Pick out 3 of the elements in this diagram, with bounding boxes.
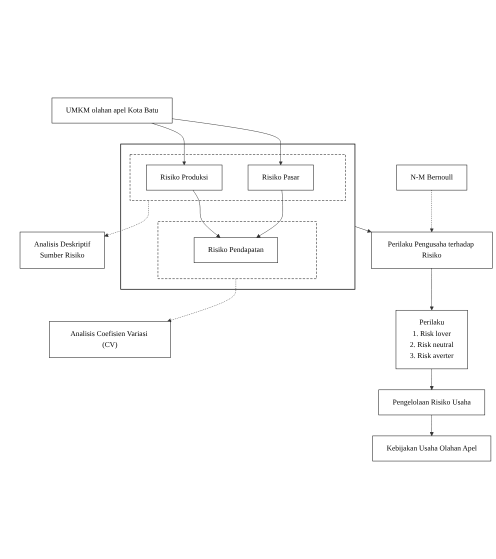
- cluster: [120, 144, 356, 290]
- cluster: [130, 154, 346, 201]
- cluster: [158, 221, 317, 280]
